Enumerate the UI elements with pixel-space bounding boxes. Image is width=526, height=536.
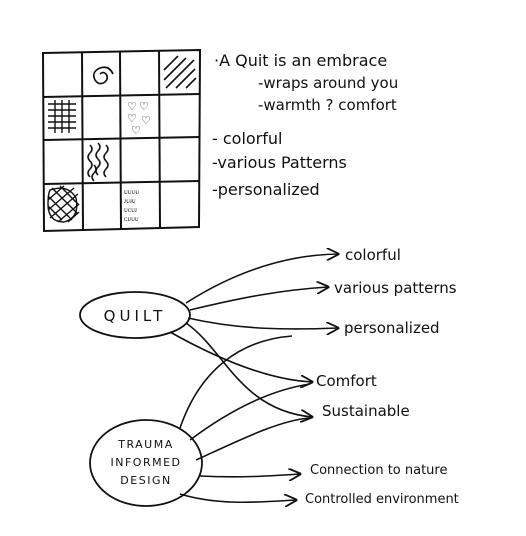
connector-quilt-comfort — [169, 331, 312, 382]
grid-pattern — [48, 100, 76, 133]
wavy-lines-pattern — [87, 142, 109, 182]
small-marks-pattern: ᴜᴜᴜᴜ ᴊᴜᴊᴜ ᴜᴄᴜᴊ ᴄᴜᴜᴜ — [124, 188, 139, 223]
notes-line: -various Patterns — [212, 153, 347, 172]
connector-quilt-various-patterns — [189, 287, 328, 311]
target-colorful: colorful — [345, 246, 401, 264]
svg-text:♡: ♡ — [127, 112, 137, 125]
target-sustainable: Sustainable — [322, 402, 410, 420]
tid-hub-label-line: TRAUMA — [117, 438, 174, 451]
connector-tid-sustainable — [195, 417, 311, 461]
tid-hub-label-line: INFORMED — [110, 456, 181, 469]
connector-tid-comfort — [189, 383, 311, 441]
notes-block: ·A Quit is an embrace -wraps around you … — [212, 51, 398, 199]
connector-tid-nature — [199, 474, 300, 477]
tid-hub-oval — [89, 419, 203, 507]
connector-quilt-colorful — [185, 254, 338, 304]
svg-text:ᴜᴄᴜᴊ: ᴜᴄᴜᴊ — [124, 206, 137, 214]
spiral-pattern — [93, 66, 114, 85]
svg-text:♡: ♡ — [139, 100, 149, 113]
crosshatch-pattern — [47, 185, 80, 223]
target-controlled-environment: Controlled environment — [305, 492, 459, 507]
quilt-grid-sketch — [41, 48, 202, 233]
target-personalized: personalized — [344, 319, 440, 337]
svg-text:♡: ♡ — [131, 124, 141, 137]
tid-connectors — [179, 335, 311, 502]
diagonal-lines-pattern — [163, 55, 197, 89]
quilt-connectors — [169, 254, 338, 417]
quilt-hub-label: QUILT — [104, 307, 167, 325]
connector-quilt-personalized — [187, 317, 338, 329]
target-labels: colorful various patterns personalized C… — [305, 246, 459, 507]
notes-line: - colorful — [212, 129, 282, 148]
svg-text:ᴊᴜᴊᴜ: ᴊᴜᴊᴜ — [124, 197, 136, 205]
svg-text:ᴄᴜᴜᴜ: ᴄᴜᴜᴜ — [124, 215, 139, 223]
hearts-pattern: ♡♡ ♡♡ ♡ — [127, 100, 151, 137]
notes-title: ·A Quit is an embrace — [214, 51, 387, 70]
quilt-hub-oval — [79, 291, 191, 339]
notes-line: -wraps around you — [258, 74, 398, 92]
target-various-patterns: various patterns — [334, 279, 457, 297]
connector-tid-controlled — [179, 493, 296, 502]
svg-text:♡: ♡ — [127, 100, 137, 113]
notes-line: -personalized — [212, 180, 320, 199]
target-connection-to-nature: Connection to nature — [310, 463, 447, 478]
target-comfort: Comfort — [316, 372, 377, 390]
svg-text:ᴜᴜᴜᴜ: ᴜᴜᴜᴜ — [124, 188, 139, 196]
connector-quilt-sustainable — [185, 322, 312, 417]
connector-tid-personalized — [179, 335, 293, 429]
notes-line: -warmth ? comfort — [258, 96, 397, 114]
svg-text:♡: ♡ — [141, 114, 151, 127]
tid-hub-label-line: DESIGN — [120, 474, 171, 487]
